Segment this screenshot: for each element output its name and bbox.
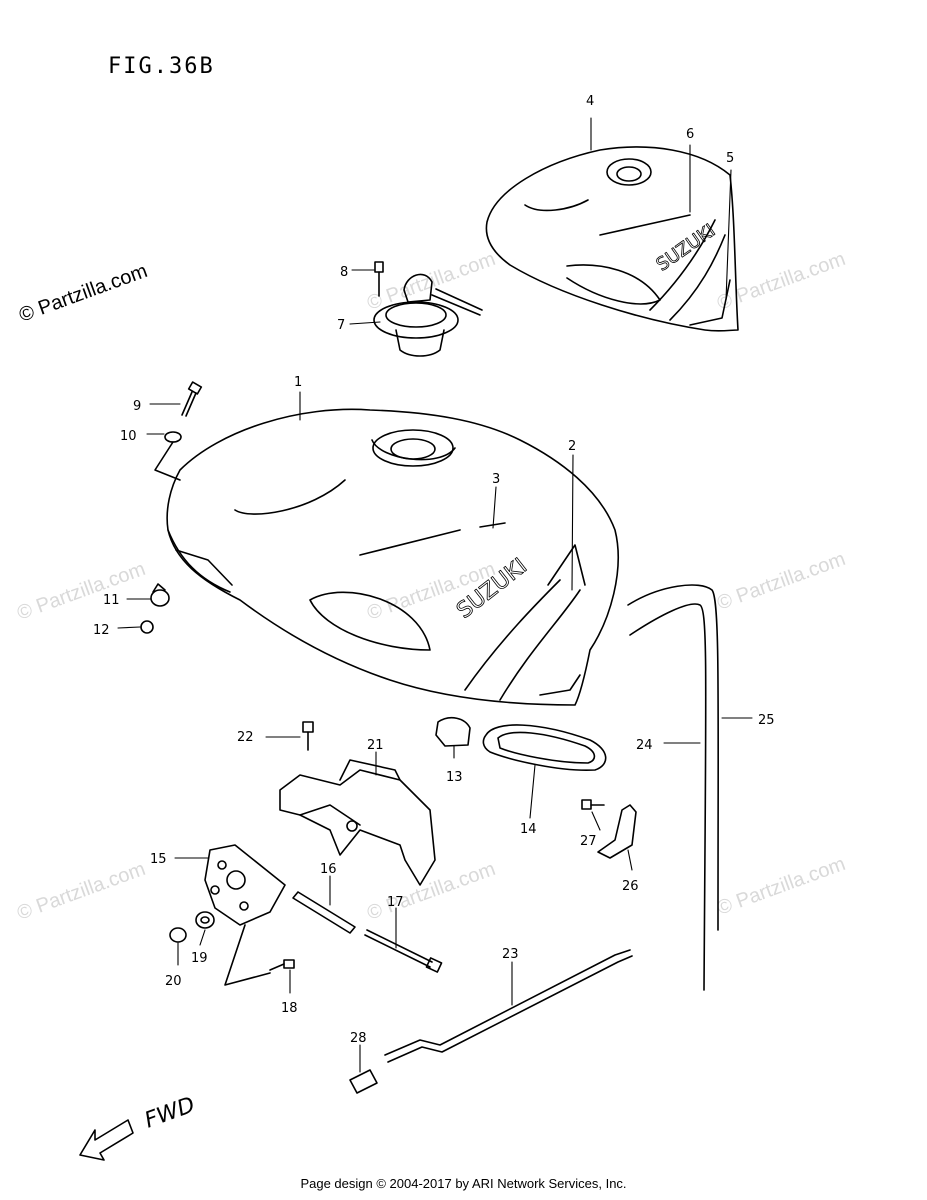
washer: [164, 431, 182, 443]
forward-label: FWD: [142, 1093, 199, 1134]
callout-5: 5: [726, 151, 734, 166]
hose-clamp: [597, 804, 637, 859]
callout-14: 14: [520, 822, 537, 837]
callout-13: 13: [446, 770, 463, 785]
callout-6: 6: [686, 127, 694, 142]
callout-15: 15: [150, 852, 167, 867]
page-footer: Page design © 2004-2017 by ARI Network S…: [300, 1176, 627, 1191]
callout-18: 18: [281, 1001, 298, 1016]
callout-25: 25: [758, 713, 775, 728]
forward-arrow: [79, 1119, 134, 1161]
callout-8: 8: [340, 265, 348, 280]
collar: [195, 911, 215, 929]
watermark-faint: © Partzilla.com: [364, 858, 498, 925]
front-bracket: [204, 844, 286, 926]
hose-24: [629, 603, 707, 991]
callout-2: 2: [568, 439, 576, 454]
tank-cover: SUZUKI: [485, 146, 739, 332]
callout-16: 16: [320, 862, 337, 877]
pipe: [292, 891, 356, 934]
callout-26: 26: [622, 879, 639, 894]
callout-12: 12: [93, 623, 110, 638]
fuel-cap: [373, 273, 483, 357]
tube-cap: [349, 1069, 378, 1094]
callout-7: 7: [337, 318, 345, 333]
cushion-small: [169, 927, 187, 943]
callout-4: 4: [586, 94, 594, 109]
watermark-main: © Partzilla.com: [16, 260, 150, 327]
watermark-faint: © Partzilla.com: [714, 853, 848, 920]
hose-25: [627, 584, 720, 931]
grommet: [150, 583, 170, 607]
callouts: 1 2 3 4 5 6 7 8 9 10 11 12 13 14 15 16 1…: [93, 94, 775, 1046]
callout-3: 3: [492, 472, 500, 487]
callout-20: 20: [165, 974, 182, 989]
fuel-tank: SUZUKI: [166, 408, 619, 706]
callout-21: 21: [367, 738, 384, 753]
gasket: [482, 724, 607, 772]
callout-1: 1: [294, 375, 302, 390]
small-bolt: [581, 799, 605, 810]
clip: [140, 620, 154, 634]
figure-title: FIG.36B: [108, 54, 215, 79]
cap-bolt: [374, 261, 384, 297]
callout-19: 19: [191, 951, 208, 966]
bracket-bolt: [302, 721, 314, 751]
cushion: [435, 716, 471, 747]
callout-28: 28: [350, 1031, 367, 1046]
callout-24: 24: [636, 738, 653, 753]
watermark-faint: © Partzilla.com: [14, 858, 148, 925]
callout-27: 27: [580, 834, 597, 849]
callout-11: 11: [103, 593, 120, 608]
callout-17: 17: [387, 895, 404, 910]
bracket-screw: [269, 959, 295, 971]
rod: [384, 949, 633, 1063]
mount-bolt: [181, 381, 203, 417]
long-bolt: [364, 929, 443, 973]
callout-10: 10: [120, 429, 137, 444]
watermark-faint: © Partzilla.com: [714, 548, 848, 615]
watermark-faint: © Partzilla.com: [14, 558, 148, 625]
callout-9: 9: [133, 399, 141, 414]
callout-23: 23: [502, 947, 519, 962]
rear-bracket: [279, 759, 436, 886]
callout-22: 22: [237, 730, 254, 745]
